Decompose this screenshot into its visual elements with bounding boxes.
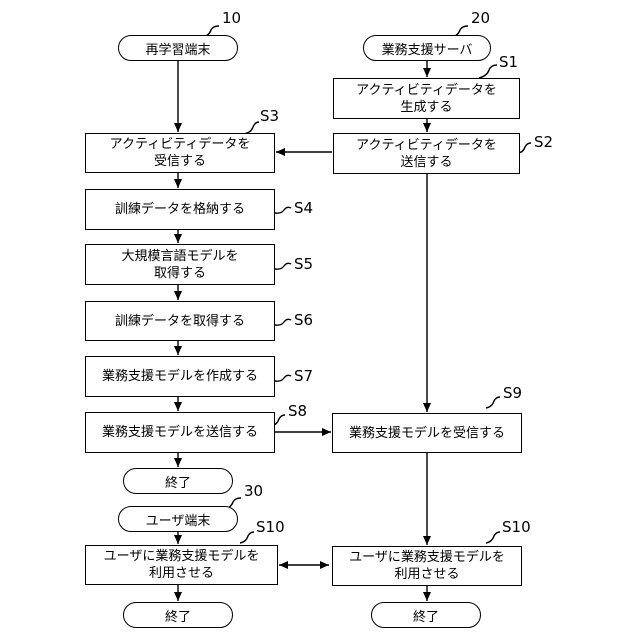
step-s10-left-text: ユーザに業務支援モデルを 利用させる [104,548,260,582]
step-label-s9: S9 [503,384,522,402]
step-label-s7: S7 [294,367,313,385]
step-s7-box: 業務支援モデルを作成する [85,356,275,397]
step-s10-right-box: ユーザに業務支援モデルを 利用させる [332,546,522,586]
step-label-s8: S8 [288,402,307,420]
ref-label-30: 30 [244,482,263,500]
step-s8-box: 業務支援モデルを送信する [85,412,275,453]
step-label-s4: S4 [294,199,313,217]
step-label-s10-left: S10 [256,518,285,536]
end-terminal-left-2: 終了 [123,602,233,628]
step-s3-text: アクティビティデータを 受信する [110,136,251,170]
step-label-s2: S2 [534,133,553,151]
step-label-s10-right: S10 [502,518,531,536]
step-s6-text: 訓練データを取得する [115,313,245,330]
step-s9-text: 業務支援モデルを受信する [349,425,505,442]
step-s4-box: 訓練データを格納する [85,189,275,230]
step-s5-text: 大規模言語モデルを 取得する [121,248,238,282]
leader-s10-left [240,532,254,543]
relearning-terminal-label: 再学習端末 [145,39,210,58]
leader-s6 [275,319,291,325]
step-label-s6: S6 [294,311,313,329]
business-support-server-label: 業務支援サーバ [382,39,473,58]
step-s1-box: アクティビティデータを 生成する [333,78,520,119]
step-s4-text: 訓練データを格納する [115,201,245,218]
step-label-s5: S5 [294,255,313,273]
step-label-s3: S3 [260,107,279,125]
step-s2-text: アクティビティデータを 送信する [356,137,497,171]
step-s1-text: アクティビティデータを 生成する [356,82,497,116]
leader-s9 [486,397,500,408]
end-label-left-1: 終了 [165,472,191,491]
leader-s10-right [486,532,500,543]
step-s3-box: アクティビティデータを 受信する [85,133,275,173]
ref-label-20: 20 [471,9,490,27]
step-s2-box: アクティビティデータを 送信する [333,133,520,174]
step-s5-box: 大規模言語モデルを 取得する [85,244,275,285]
step-s7-text: 業務支援モデルを作成する [102,368,258,385]
step-s8-text: 業務支援モデルを送信する [102,424,258,441]
business-support-server-start: 業務支援サーバ [363,35,491,61]
step-s10-right-text: ユーザに業務支援モデルを 利用させる [349,549,505,583]
relearning-terminal-start: 再学習端末 [118,35,238,61]
ref-label-10: 10 [222,9,241,27]
leader-s7 [275,375,291,381]
end-label-left-2: 終了 [165,606,191,625]
user-terminal-label: ユーザ端末 [146,510,211,529]
step-s6-box: 訓練データを取得する [85,301,275,341]
leader-s1 [479,65,497,78]
step-label-s1: S1 [499,53,518,71]
user-terminal-start: ユーザ端末 [118,506,238,532]
step-s10-left-box: ユーザに業務支援モデルを 利用させる [85,545,278,585]
end-terminal-right: 終了 [371,602,481,628]
end-terminal-left-1: 終了 [123,468,233,494]
end-label-right: 終了 [413,606,439,625]
step-s9-box: 業務支援モデルを受信する [332,413,522,453]
leader-s4 [275,207,291,213]
leader-s5 [275,263,291,269]
